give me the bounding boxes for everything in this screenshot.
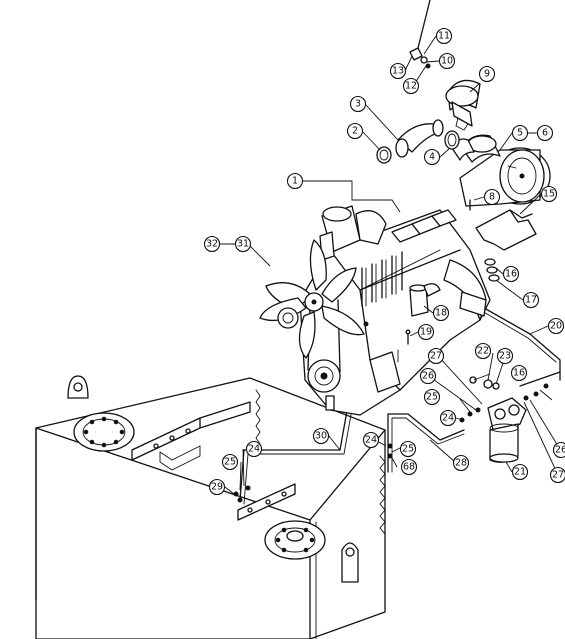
fuel-filter	[233, 321, 549, 503]
callout-21: 21	[511, 463, 529, 481]
svg-text:3: 3	[355, 99, 361, 110]
svg-text:21: 21	[514, 467, 526, 478]
callout-22: 22	[474, 342, 492, 360]
callout-15: 15	[540, 185, 558, 203]
callout-68: 68	[400, 458, 418, 476]
svg-text:24: 24	[442, 413, 454, 424]
callout-23: 23	[496, 347, 514, 365]
callout-19: 19	[417, 323, 435, 341]
svg-text:25: 25	[426, 392, 438, 403]
svg-text:2: 2	[352, 126, 358, 137]
callout-5: 5	[511, 124, 529, 142]
callout-20: 20	[547, 317, 565, 335]
engine	[299, 205, 491, 416]
svg-text:30: 30	[315, 431, 327, 442]
callout-25-b: 25	[399, 440, 417, 458]
svg-text:16: 16	[505, 269, 517, 280]
hose-clamp-2	[376, 146, 392, 164]
svg-text:29: 29	[211, 482, 223, 493]
svg-text:17: 17	[525, 295, 537, 306]
callout-9: 9	[478, 65, 496, 83]
callout-24-c: 24	[439, 409, 457, 427]
callout-4: 4	[423, 148, 441, 166]
svg-text:27: 27	[430, 351, 442, 362]
callout-17: 17	[522, 291, 540, 309]
svg-text:26: 26	[422, 371, 434, 382]
callout-13: 13	[389, 62, 407, 80]
callout-16-a: 16	[502, 265, 520, 283]
air-cleaner	[376, 0, 551, 282]
callout-30: 30	[312, 427, 330, 445]
callout-24-b: 24	[362, 431, 380, 449]
svg-text:31: 31	[237, 239, 249, 250]
callout-18: 18	[432, 304, 450, 322]
svg-text:68: 68	[403, 462, 415, 473]
callout-11: 11	[435, 27, 453, 45]
svg-text:15: 15	[543, 189, 555, 200]
callout-25-c: 25	[423, 388, 441, 406]
svg-text:18: 18	[435, 308, 447, 319]
callout-29: 29	[208, 478, 226, 496]
callout-8: 8	[483, 188, 501, 206]
svg-text:4: 4	[429, 152, 435, 163]
callout-3: 3	[349, 95, 367, 113]
callout-1: 1	[286, 172, 304, 190]
callout-27-a: 27	[427, 347, 445, 365]
svg-text:20: 20	[550, 321, 562, 332]
svg-text:12: 12	[405, 81, 417, 92]
svg-text:13: 13	[392, 66, 404, 77]
svg-text:5: 5	[517, 128, 523, 139]
callout-27-b: 27	[549, 466, 565, 484]
svg-text:28: 28	[455, 458, 467, 469]
hose-clamp-4	[444, 130, 460, 150]
svg-text:16: 16	[513, 368, 525, 379]
svg-text:32: 32	[206, 239, 218, 250]
air-cleaner-bracket	[475, 209, 537, 251]
callout-31: 31	[234, 235, 252, 253]
svg-text:9: 9	[484, 69, 490, 80]
svg-text:24: 24	[248, 444, 260, 455]
callout-10: 10	[438, 52, 456, 70]
svg-text:6: 6	[542, 128, 548, 139]
callout-32: 32	[203, 235, 221, 253]
svg-text:1: 1	[292, 176, 298, 187]
callout-25-a: 25	[221, 453, 239, 471]
callout-12: 12	[402, 77, 420, 95]
fan	[259, 239, 365, 359]
callout-16-b: 16	[510, 364, 528, 382]
svg-text:26: 26	[555, 445, 565, 456]
svg-text:19: 19	[420, 327, 432, 338]
callout-28: 28	[452, 454, 470, 472]
callout-26-a: 26	[419, 367, 437, 385]
svg-text:10: 10	[441, 56, 453, 67]
svg-text:25: 25	[402, 444, 414, 455]
svg-text:23: 23	[499, 351, 511, 362]
svg-text:22: 22	[477, 346, 489, 357]
svg-text:24: 24	[365, 435, 377, 446]
callout-2: 2	[346, 122, 364, 140]
fuel-tank	[35, 375, 386, 639]
svg-text:27: 27	[552, 470, 564, 481]
svg-text:25: 25	[224, 457, 236, 468]
callout-26-b: 26	[552, 441, 565, 459]
callout-24-a: 24	[245, 440, 263, 458]
svg-text:8: 8	[489, 192, 495, 203]
callout-6: 6	[536, 124, 554, 142]
svg-text:11: 11	[438, 31, 450, 42]
